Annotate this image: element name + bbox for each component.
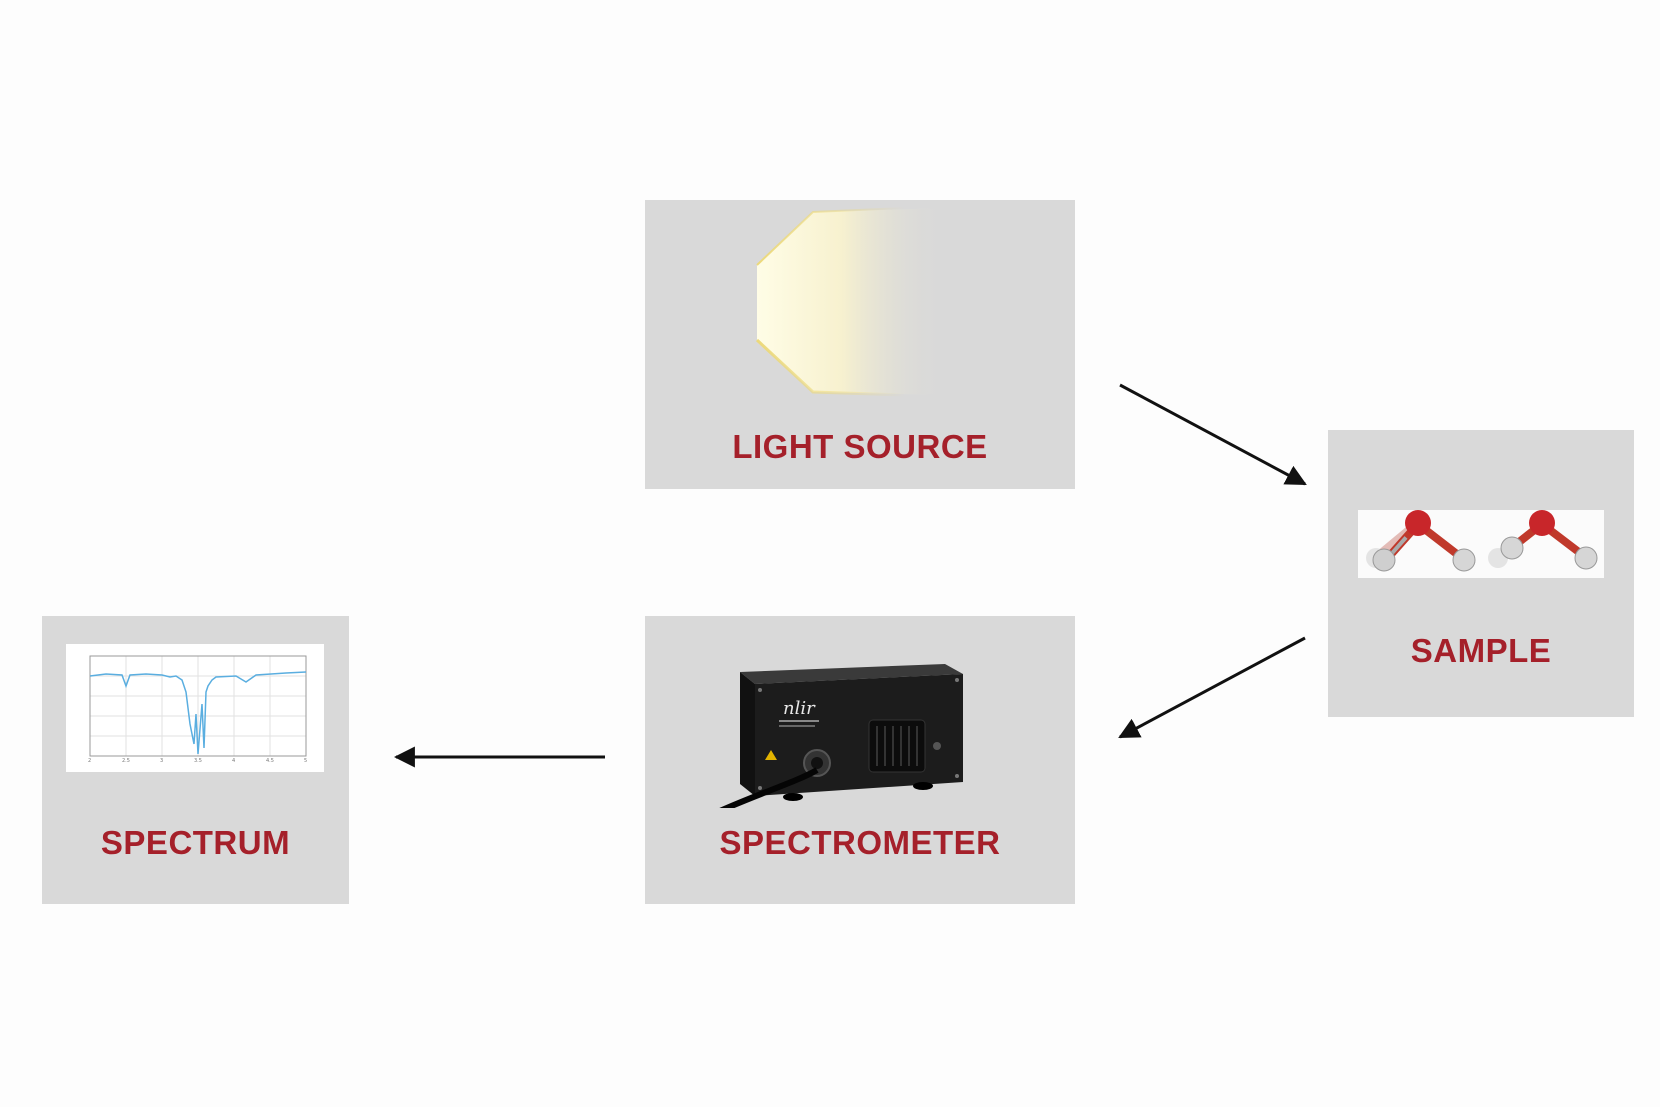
water-molecule-icon — [1358, 510, 1604, 578]
svg-text:4.5: 4.5 — [266, 758, 274, 764]
svg-text:3.5: 3.5 — [194, 758, 202, 764]
arrow-sample-to-spectrometer — [1118, 636, 1306, 739]
light-source-label: LIGHT SOURCE — [732, 428, 988, 465]
svg-text:4: 4 — [232, 758, 235, 764]
sample-label: SAMPLE — [1410, 632, 1552, 669]
light-source-node: LIGHT SOURCE — [645, 200, 1075, 489]
svg-text:5: 5 — [304, 758, 307, 764]
svg-text:2.5: 2.5 — [122, 758, 130, 764]
spectrometer-device-icon: nlir — [719, 664, 963, 808]
spectrometer-node: nlir SPECTROMETER — [645, 616, 1075, 904]
svg-text:2: 2 — [88, 758, 91, 764]
device-brand-text: nlir — [783, 698, 816, 719]
arrow-light-to-sample — [1119, 383, 1307, 486]
light-beam-icon — [755, 207, 945, 397]
svg-text:3: 3 — [160, 758, 163, 764]
spectrum-plot-icon: 2 2.5 3 3.5 4 4.5 5 — [66, 644, 324, 772]
sample-node: SAMPLE — [1328, 430, 1634, 717]
spectrometer-label: SPECTROMETER — [719, 824, 1001, 861]
spectrum-label: SPECTRUM — [100, 824, 291, 861]
spectrum-node: 2 2.5 3 3.5 4 4.5 5 SPECTRUM — [42, 616, 349, 904]
